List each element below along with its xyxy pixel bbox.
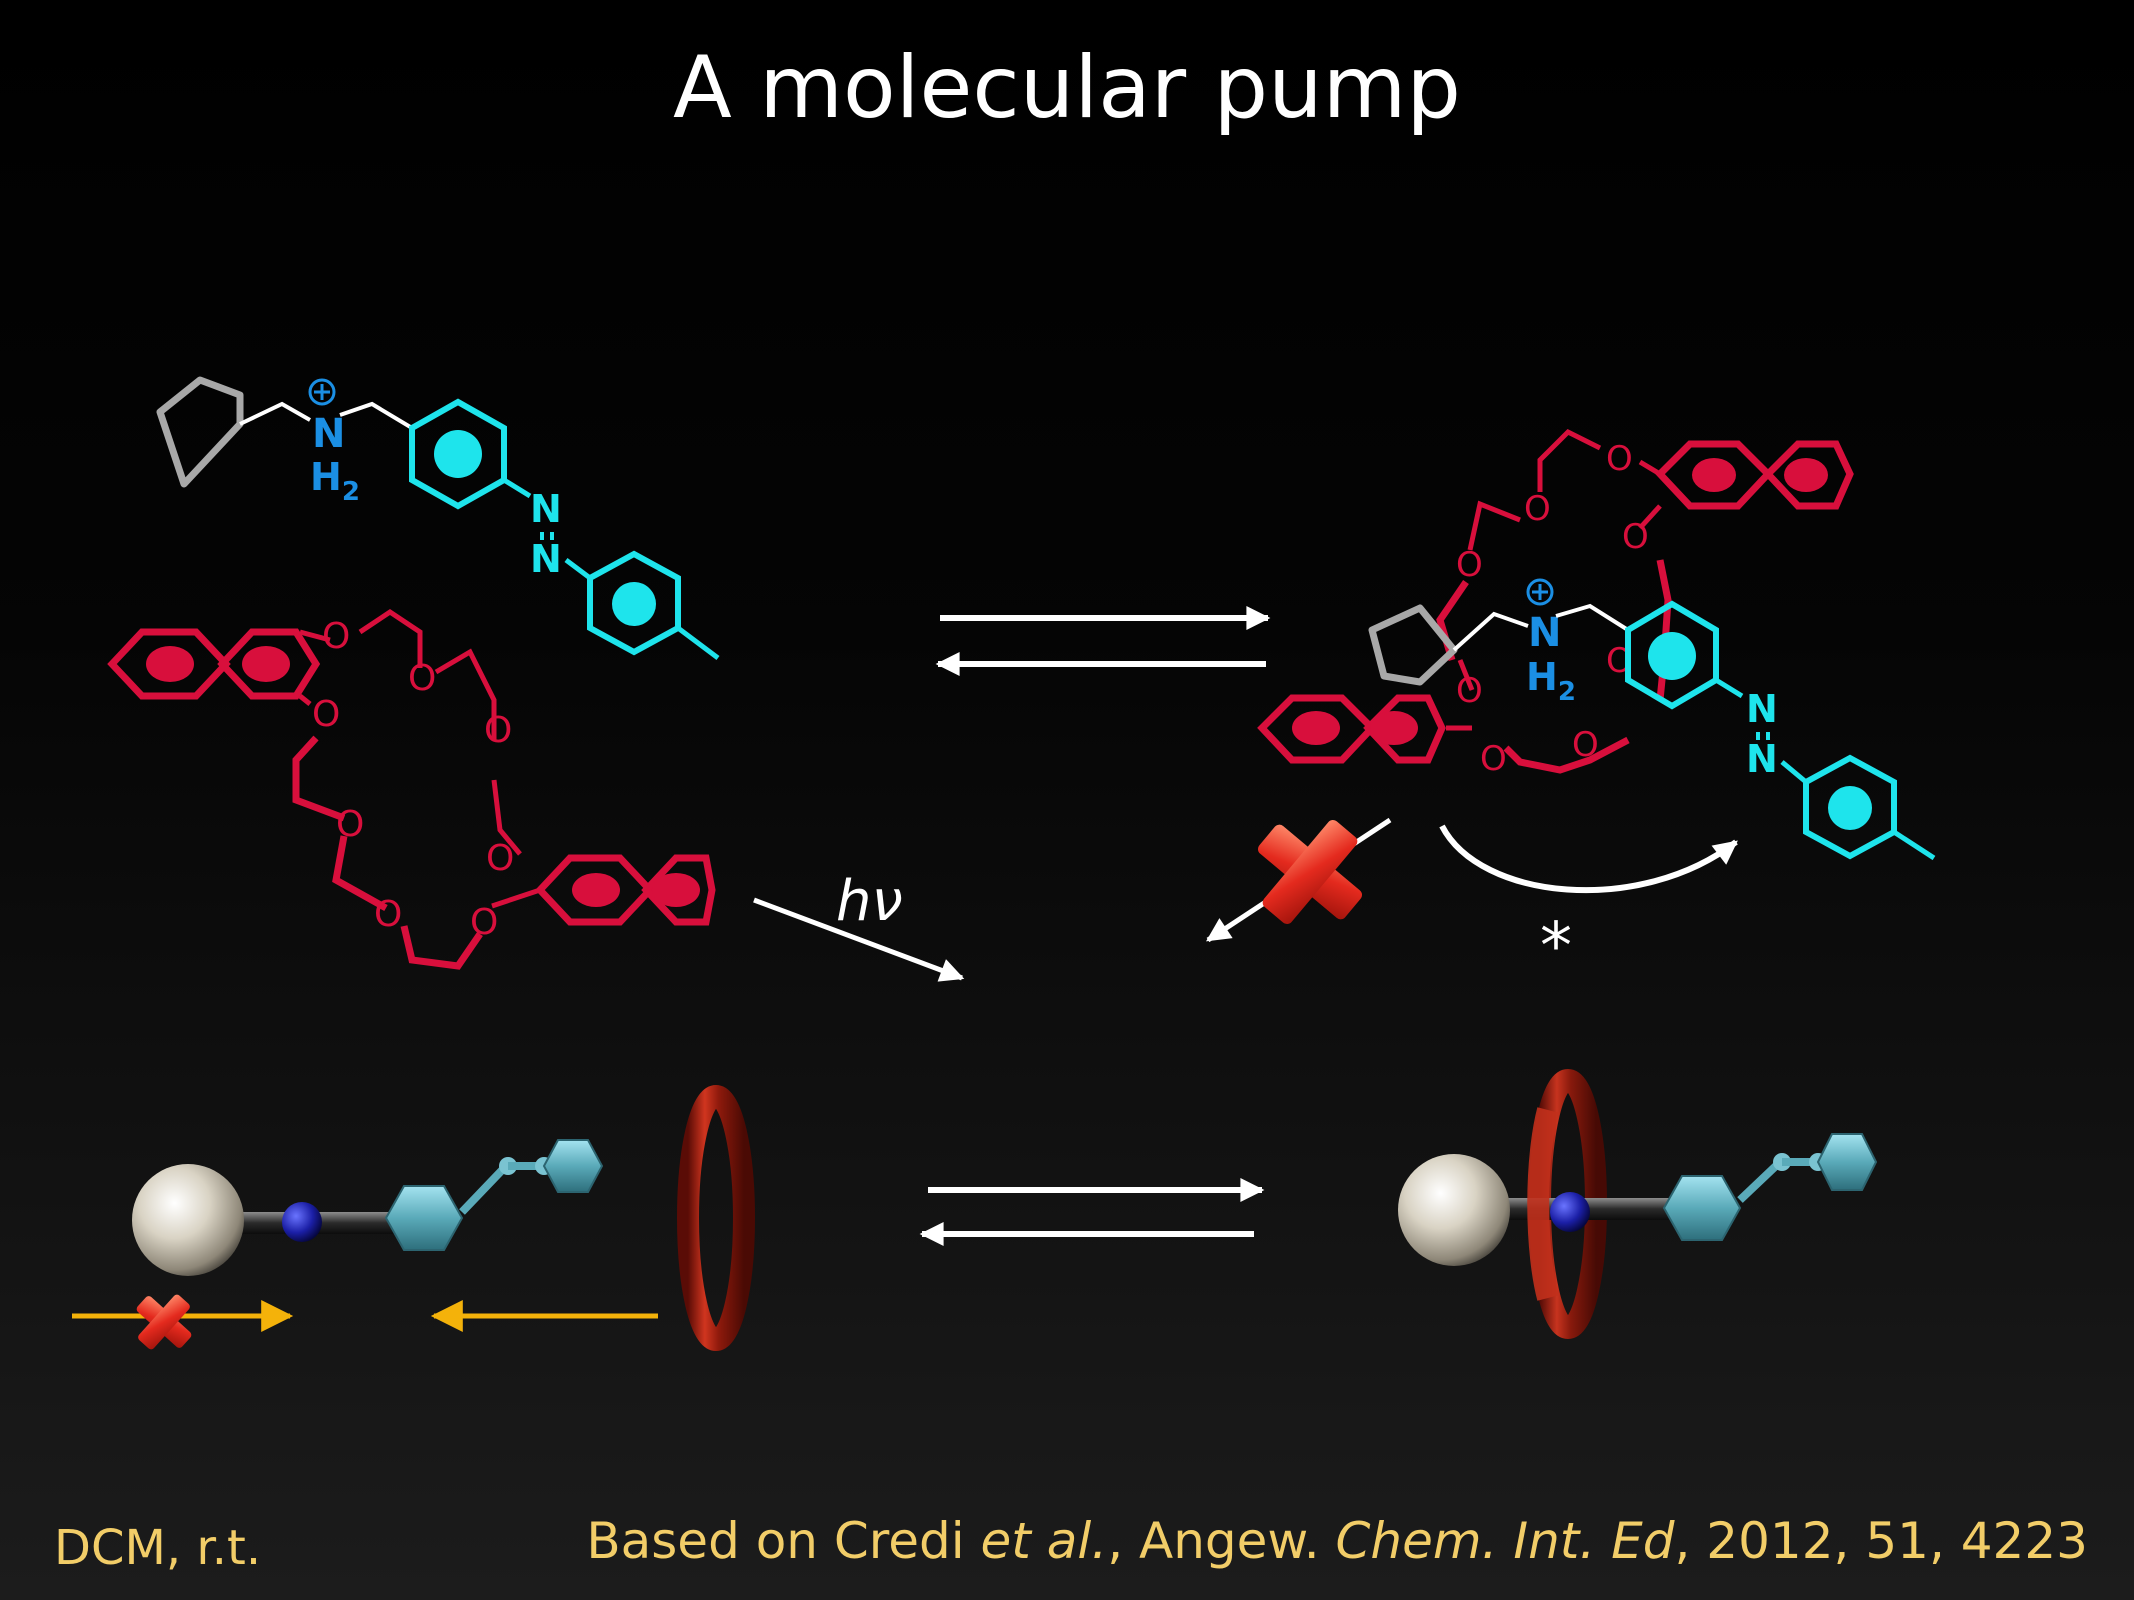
svg-text:O: O [1480, 739, 1507, 779]
axle-chain-left [239, 401, 311, 426]
svg-text:O: O [336, 804, 364, 845]
svg-text:O: O [470, 902, 498, 943]
light-arrow [753, 897, 965, 982]
forbidden-cross-icon [136, 1294, 192, 1350]
ring-icon [677, 1085, 755, 1351]
cartoon-axle-threaded [1398, 1069, 1878, 1339]
svg-text:O: O [374, 894, 402, 935]
svg-text:O: O [1572, 725, 1599, 765]
svg-text:O: O [1622, 517, 1649, 557]
svg-text:H2: H2 [1526, 655, 1576, 707]
cartoon-benzene-1 [384, 1185, 464, 1251]
svg-text:O: O [486, 838, 514, 879]
svg-text:N: N [1746, 687, 1778, 731]
equilibrium-arrows-top [935, 606, 1271, 676]
conditions-label: DCM, r.t. [54, 1520, 262, 1576]
ammonium-bead [282, 1202, 322, 1242]
crown-ether-oxygens-free: O O O O O O O O [312, 616, 514, 943]
svg-text:O: O [408, 658, 436, 699]
svg-text:O: O [484, 710, 512, 751]
cyclopentyl-stopper [156, 376, 244, 488]
crown-ether-free [107, 608, 716, 970]
cyclopentyl-stopper-bound [1368, 604, 1458, 686]
svg-text:O: O [312, 694, 340, 735]
svg-text:O: O [1456, 671, 1483, 711]
cartoon-benzene-2 [542, 1139, 604, 1193]
ammonium-h2: H2 [310, 455, 360, 507]
svg-text:N: N [1528, 610, 1561, 656]
axle-molecule-free: N H2 N N [156, 376, 720, 660]
citation: Based on Credi et al., Angew. Chem. Int.… [586, 1512, 2088, 1570]
positive-charge-icon [308, 378, 336, 406]
axle-chain-right [339, 401, 414, 430]
azo-n2: N [530, 537, 562, 581]
stopper-sphere-icon [132, 1164, 244, 1276]
svg-text:O: O [322, 616, 350, 657]
pseudorotaxane-complex: O O O O O O O O N H2 N N [1257, 428, 1936, 861]
ammonium-n: N [312, 411, 345, 457]
cartoon-axle-free [132, 1139, 604, 1276]
azo-n1: N [530, 487, 562, 531]
forbidden-cross-icon [1257, 819, 1363, 925]
svg-text:O: O [1456, 545, 1483, 585]
svg-text:N: N [1746, 737, 1778, 781]
asterisk-label: * [1540, 910, 1572, 984]
svg-text:O: O [1524, 489, 1551, 529]
slide-title: A molecular pump [673, 38, 1461, 138]
svg-text:O: O [1606, 439, 1633, 479]
shuttling-curved-arrow [1439, 824, 1738, 894]
equilibrium-arrows-bottom [919, 1178, 1265, 1246]
light-label: hν [836, 869, 903, 934]
